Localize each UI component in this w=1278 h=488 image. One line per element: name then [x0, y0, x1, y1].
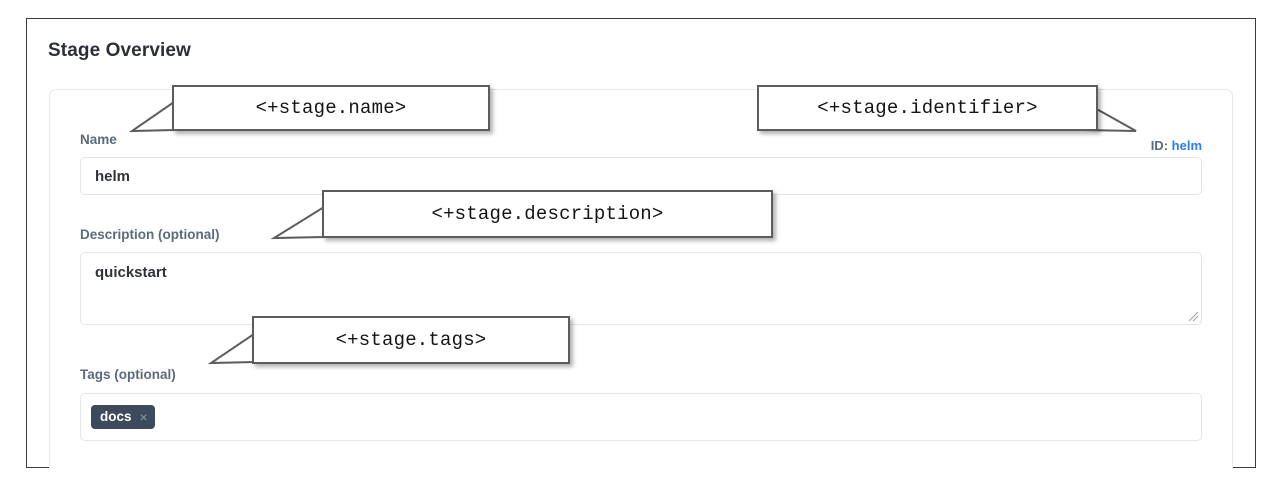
tags-label: Tags (optional) [80, 367, 176, 382]
page-title: Stage Overview [48, 40, 191, 61]
stage-identifier-label: ID: [1150, 138, 1169, 153]
tag-chip-docs[interactable]: docs × [91, 405, 155, 429]
name-label: Name [80, 132, 117, 147]
description-textarea[interactable]: quickstart [80, 252, 1202, 325]
annotation-stage-description: <+stage.description> [322, 190, 773, 238]
tag-remove-icon[interactable]: × [139, 409, 148, 425]
annotation-stage-identifier: <+stage.identifier> [757, 85, 1098, 131]
tags-input[interactable]: docs × [80, 393, 1202, 441]
stage-identifier: ID: helm [1151, 138, 1202, 153]
name-field-group: Name [80, 132, 1202, 195]
annotation-stage-tags: <+stage.tags> [252, 316, 570, 364]
tags-field-group: Tags (optional) docs × [80, 367, 1202, 441]
description-field-group: Description (optional) quickstart [80, 227, 1202, 325]
stage-identifier-value[interactable]: helm [1171, 138, 1202, 153]
description-label: Description (optional) [80, 227, 220, 242]
annotation-stage-name: <+stage.name> [172, 85, 490, 131]
stage-card: ID: helm Name Description (optional) qui… [49, 89, 1233, 469]
tag-chip-label: docs [100, 409, 132, 425]
